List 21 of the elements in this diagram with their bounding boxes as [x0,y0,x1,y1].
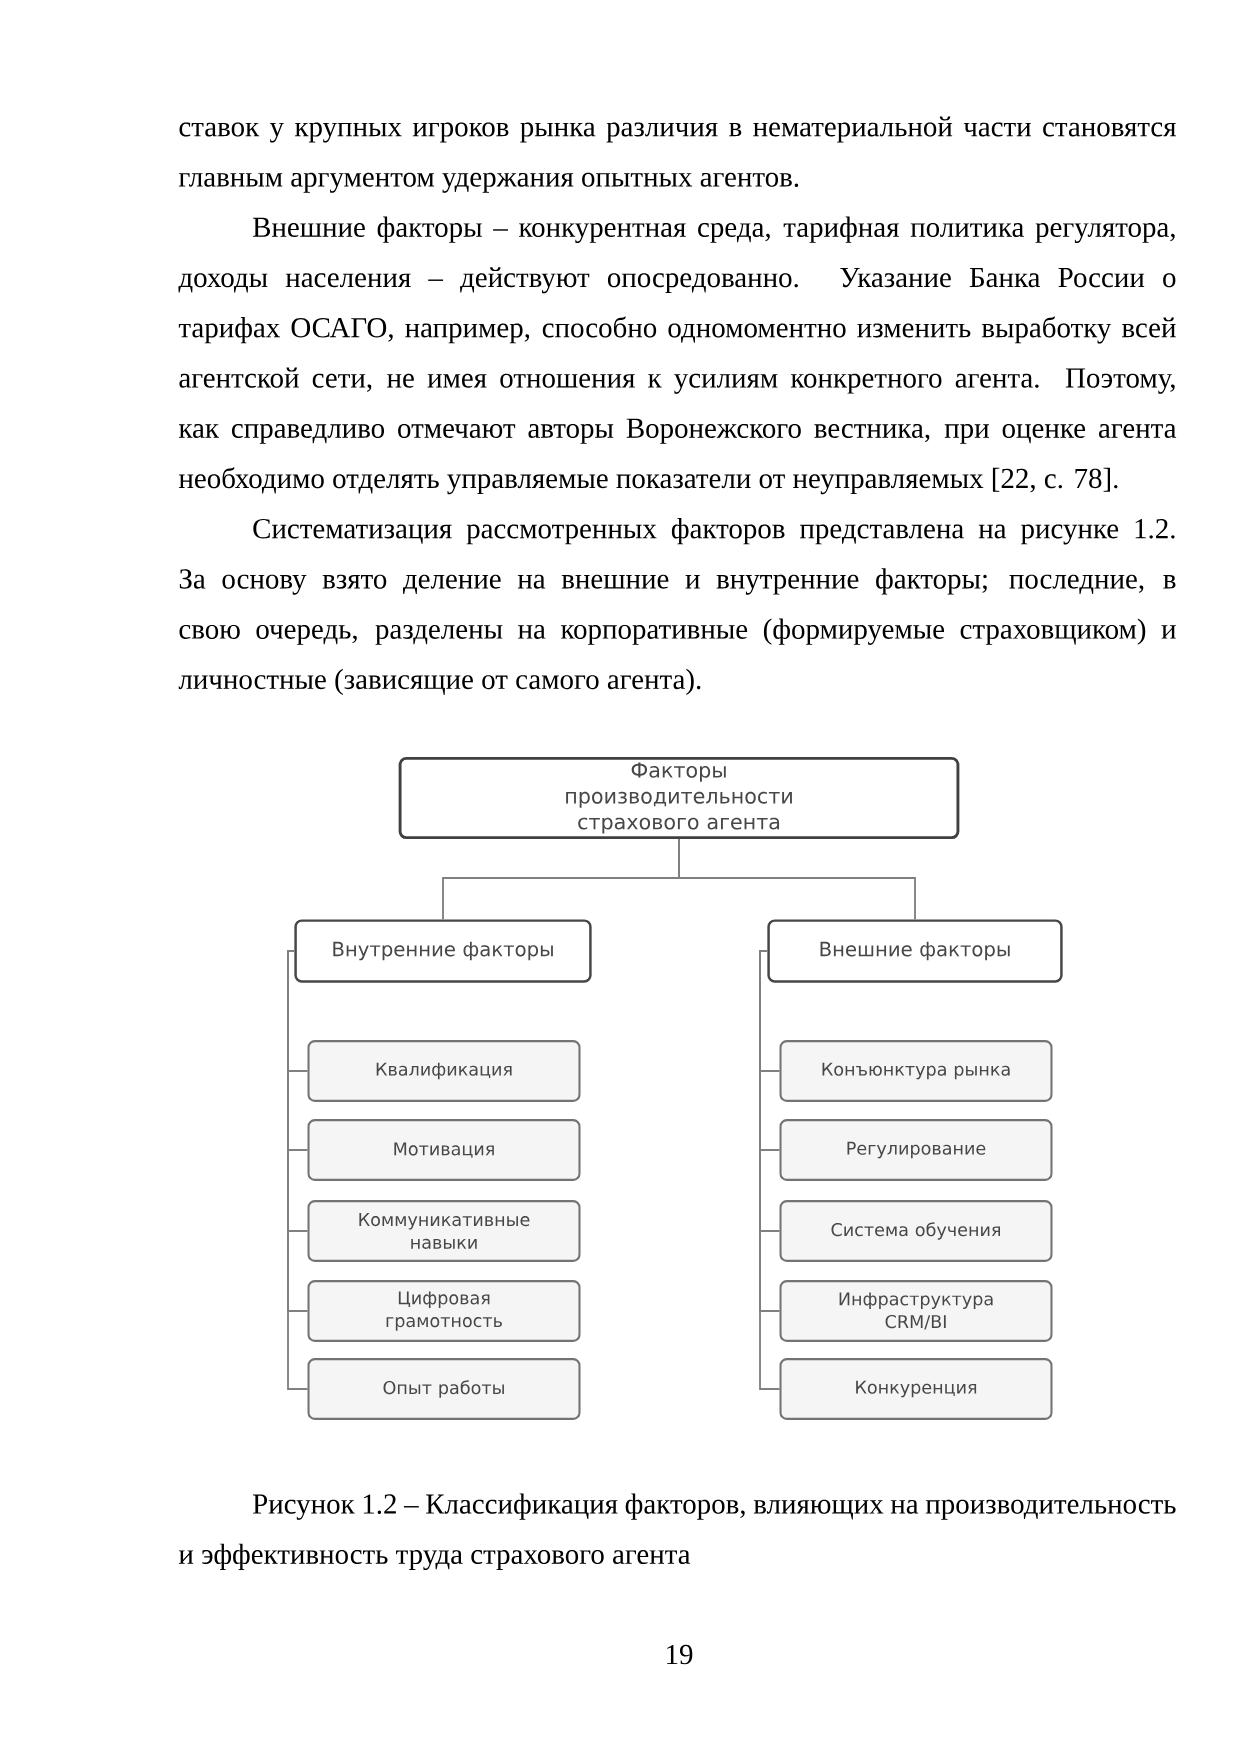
category-box: Внутренние факторы [294,919,592,983]
title-box: Факторы производительности страхового агента [398,756,960,840]
factor-box: Конъюнктура рынка [779,1040,1053,1102]
factor-box: Цифровая грамотность [307,1280,581,1342]
factor-box: Инфраструктура CRM/BI [779,1280,1053,1342]
connector-line [287,950,309,1390]
factor-box: Опыт работы [307,1358,581,1420]
paragraph: Внешние факторы – конкурентная среда, тарифная политика регулятора, доходы населения – действуют опосредованно. Указание Банка России о тарифах ОСАГО, например, способно одномоментно изменить выработку всей агентской сети, не имея отношения к усилиям конкретного агента. Поэтому, как справедливо отмечают авторы Воронежского вестника, при оценке агента необходимо отделять управляемые показатели от неуправляемых [22, с. 78]. [178,216,1177,495]
page-number: 19 [667,1644,693,1665]
connector-line [678,838,916,921]
factor-box: Квалификация [307,1040,581,1102]
factor-box: Мотивация [307,1119,581,1181]
paragraph: Систематизация рассмотренных факторов представлена на рисунке 1.2. За основу взято деление на внешние и внутренние факторы; последние, в свою очередь, разделены на корпоративные (формируемые страховщиком) и личностные (зависящие от самого агента). [178,518,1176,695]
factor-box: Коммуникативные навыки [307,1200,581,1262]
factor-box: Конкуренция [779,1358,1053,1420]
category-box: Внешние факторы [767,919,1063,983]
figure-caption: Рисунок 1.2 – Классификация факторов, влияющих на производительность и эффективность труда страхового агента [178,1493,1176,1570]
factor-box: Регулирование [779,1119,1053,1181]
connector-line [759,950,781,1390]
factor-box: Система обучения [779,1200,1053,1262]
paragraph: ставок у крупных игроков рынка различия в нематериальной части становятся главным аргументом удержания опытных агентов. [178,116,1176,193]
